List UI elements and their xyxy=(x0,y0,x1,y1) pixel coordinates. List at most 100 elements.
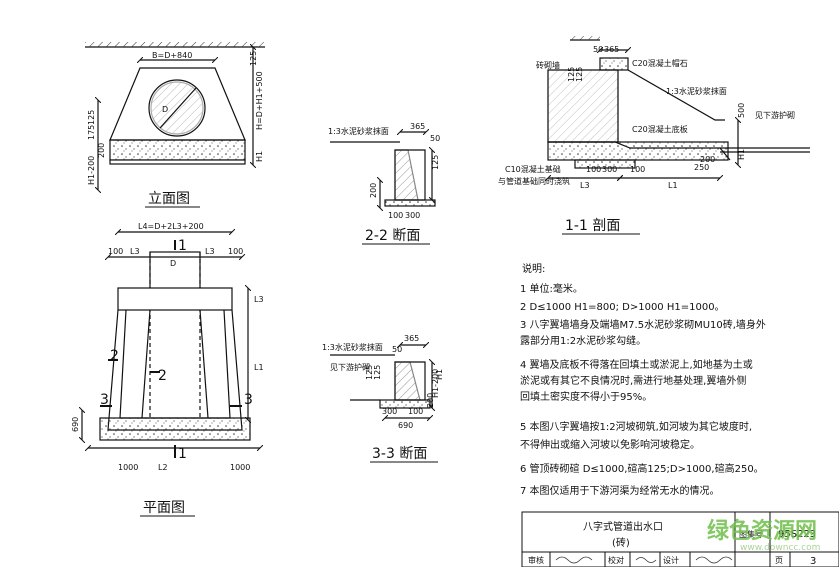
plan-top-100a: 100 xyxy=(108,247,123,256)
tb-check: 校对 xyxy=(608,555,624,565)
plan-top-100b: 100 xyxy=(228,247,243,256)
note-line-4: 露部分用1:2水泥砂浆勾缝。 xyxy=(520,334,646,347)
plan-d: D xyxy=(170,259,176,268)
elev-left-h1: H1-200 xyxy=(87,156,96,185)
s11-100b: 100 xyxy=(630,165,645,174)
s11-125: 125 xyxy=(567,67,576,82)
elev-right-h1: H1 xyxy=(255,151,264,162)
tb-review: 审核 xyxy=(528,555,544,565)
elev-left-200: 200 xyxy=(97,143,106,158)
note-line-7: 回填土密实度不得小于95%。 xyxy=(520,390,652,403)
s11-125b: 125 xyxy=(575,67,584,82)
elev-top-width: B=D+840 xyxy=(152,51,192,60)
s22-50: 50 xyxy=(430,134,440,143)
plan-mark-3-left: 3 xyxy=(100,392,109,408)
s33-690: 690 xyxy=(398,421,413,430)
note-line-6: 淤泥或有其它不良情况时,需进行地基处理,翼墙外侧 xyxy=(520,374,746,387)
plan-mark-2-left: 2 xyxy=(110,348,119,364)
tb-name: 八字式管道出水口 xyxy=(583,520,663,533)
title-block xyxy=(521,511,839,567)
section-2-2 xyxy=(330,132,436,208)
note-line-2: 2 D≤1000 H1=800; D>1000 H1=1000。 xyxy=(520,302,725,313)
elevation-title: 立面图 xyxy=(148,191,190,207)
elev-right-125: 125 xyxy=(249,51,258,66)
s33-50: 50 xyxy=(392,345,402,354)
note-line-11: 7 本图仅适用于下游河渠为经常无水的情况。 xyxy=(520,484,720,497)
s22-300: 300 xyxy=(405,211,420,220)
s11-300: 300 xyxy=(602,165,617,174)
elev-left-175: 175 xyxy=(87,125,96,140)
plan-right-l3: L3 xyxy=(254,295,264,304)
plan-mark-1-bot: 1 xyxy=(178,446,187,462)
note-line-5: 4 翼墙及底板不得落在回填土或淤泥上,如地基为土或 xyxy=(520,358,753,371)
s11-50: 50 xyxy=(593,45,603,54)
s33-100: 100 xyxy=(408,407,423,416)
note-line-8: 5 本图八字翼墙按1:2河坡砌筑,如河坡为其它坡度时, xyxy=(520,420,752,433)
s33-125b: 125 xyxy=(373,365,382,380)
tb-atlas-no: 95S223 xyxy=(778,529,816,540)
tb-material: (砖) xyxy=(612,536,630,549)
elev-d: D xyxy=(162,105,168,114)
plan-mark-3-right: 3 xyxy=(244,392,253,408)
plan-view xyxy=(82,232,260,458)
s33-h1-200: H1-200 xyxy=(431,369,440,398)
plan-left-690: 690 xyxy=(71,417,80,432)
notes-heading: 说明: xyxy=(522,262,545,275)
plan-bot-1000b: 1000 xyxy=(230,463,250,472)
s11-100a: 100 xyxy=(586,165,601,174)
plan-mark-1-top: 1 xyxy=(178,238,187,254)
s22-100: 100 xyxy=(388,211,403,220)
tb-page-label: 页 xyxy=(775,556,783,565)
s11-brick-wall: 砖砌墙 xyxy=(536,60,560,70)
s22-200: 200 xyxy=(369,183,378,198)
s11-l3: L3 xyxy=(580,181,590,190)
s33-300: 300 xyxy=(382,407,397,416)
tb-design: 设计 xyxy=(663,555,679,565)
s22-mortar: 1:3水泥砂浆抹面 xyxy=(328,126,389,136)
s11-365: 365 xyxy=(604,45,619,54)
s11-h1: H1 xyxy=(737,149,746,160)
section-3-3 xyxy=(330,345,432,418)
plan-title: 平面图 xyxy=(143,500,185,516)
plan-top-l3a: L3 xyxy=(130,247,140,256)
s22-365: 365 xyxy=(410,122,425,131)
section22-title: 2-2 断面 xyxy=(365,228,420,244)
tb-atlas-label: 图集号 xyxy=(739,529,763,539)
s11-500: 500 xyxy=(737,103,746,118)
s11-250: 250 xyxy=(694,163,709,172)
plan-l4: L4=D+2L3+200 xyxy=(138,222,204,231)
s33-mortar: 1:3水泥砂浆抹面 xyxy=(322,342,383,352)
s33-200: 200 xyxy=(426,393,435,408)
s11-c20-base: C20混凝土底板 xyxy=(632,124,688,134)
note-line-3: 3 八字翼墙墙身及端墙M7.5水泥砂浆砌MU10砖,墙身外 xyxy=(520,318,766,331)
note-line-10: 6 管顶砖砌碹 D≤1000,碹高125;D>1000,碹高250。 xyxy=(520,462,764,475)
notes-block: 说明: 1 单位:毫米。 2 D≤1000 H1=800; D>1000 H1=… xyxy=(520,262,766,497)
section-1-1 xyxy=(548,36,810,178)
plan-top-l3b: L3 xyxy=(205,247,215,256)
s11-c10b: 与管道基础同时浇筑 xyxy=(498,176,570,186)
section11-title: 1-1 剖面 xyxy=(565,218,620,234)
s33-125: 125 xyxy=(365,365,374,380)
elev-right-h: H=D+H1+500 xyxy=(255,71,264,130)
s11-l1: L1 xyxy=(668,181,678,190)
watermark: 绿色资源网 www.downcc.com xyxy=(707,518,820,553)
plan-right-l1: L1 xyxy=(254,363,264,372)
plan-bot-1000a: 1000 xyxy=(118,463,138,472)
signatures xyxy=(555,556,733,564)
s22-125: 125 xyxy=(431,155,440,170)
s11-c10: C10混凝土基础 xyxy=(505,164,561,174)
s11-c20-cap: C20混凝土帽石 xyxy=(632,58,688,68)
s11-200: 200 xyxy=(700,155,715,164)
watermark-url: www.downcc.com xyxy=(740,543,820,553)
elev-left-125: 125 xyxy=(87,110,96,125)
section33-title: 3-3 断面 xyxy=(372,446,427,462)
s33-h1: H1 xyxy=(435,369,444,380)
tb-page-no: 3 xyxy=(810,556,816,567)
note-line-9: 不得伸出或缩入河坡以免影响河坡稳定。 xyxy=(520,438,700,451)
watermark-text: 绿色资源网 xyxy=(707,518,817,544)
plan-bot-l2: L2 xyxy=(158,463,168,472)
s11-see: 见下游护砌 xyxy=(755,110,795,120)
note-line-1: 1 单位:毫米。 xyxy=(520,282,583,295)
s33-see: 见下游护砌 xyxy=(330,362,370,372)
